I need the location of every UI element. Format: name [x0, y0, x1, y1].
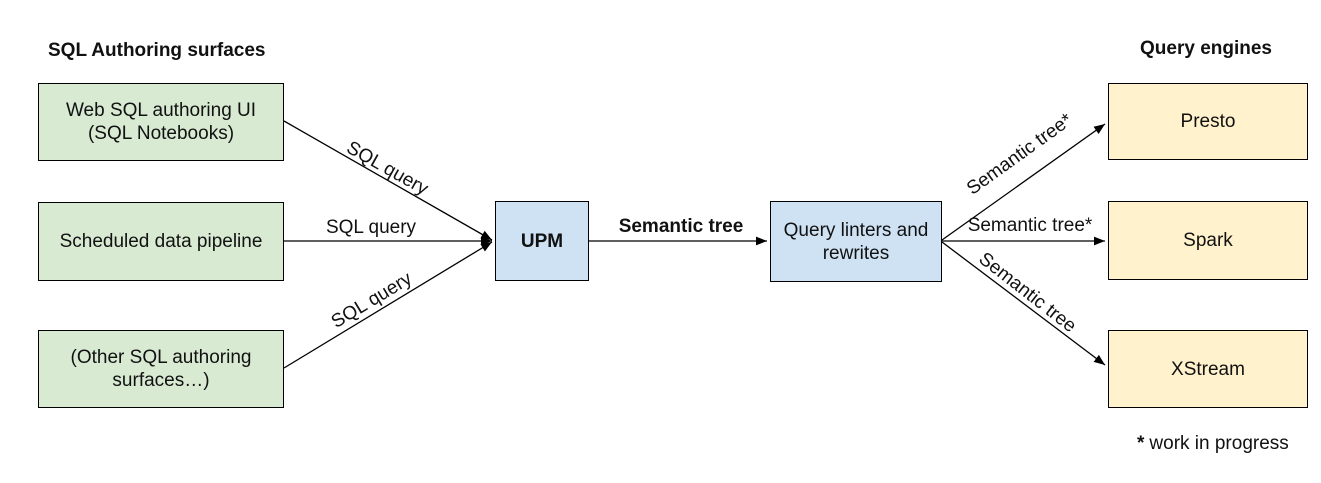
- query-linters-box: Query linters and rewrites: [770, 201, 942, 282]
- footnote-text: work in progress: [1149, 433, 1289, 454]
- edge-label-semantic-tree-main: Semantic tree: [618, 216, 744, 237]
- footnote-asterisk: *: [1137, 433, 1145, 454]
- engine-box-spark: Spark: [1108, 201, 1308, 280]
- engine-box-presto-label: Presto: [1180, 111, 1236, 132]
- edge-label-semantic-tree-spark: Semantic tree*: [967, 215, 1093, 236]
- arrow-linters-to-xstream: [941, 241, 1106, 366]
- source-box-scheduled-pipeline-label: Scheduled data pipeline: [59, 231, 263, 252]
- engine-box-presto: Presto: [1108, 83, 1308, 160]
- source-box-scheduled-pipeline: Scheduled data pipeline: [38, 202, 284, 281]
- query-linters-box-label: Query linters and rewrites: [783, 219, 929, 264]
- arrow-web-sql-ui-to-upm: [283, 120, 493, 241]
- edge-label-sql-query-2: SQL query: [325, 217, 417, 238]
- source-box-web-sql-ui-label: Web SQL authoring UI (SQL Notebooks): [65, 100, 257, 144]
- source-box-other-surfaces-label: (Other SQL authoring surfaces…): [70, 347, 252, 391]
- engine-box-xstream-label: XStream: [1171, 358, 1245, 380]
- footnote-work-in-progress: *work in progress: [1137, 433, 1289, 455]
- heading-sql-authoring-surfaces: SQL Authoring surfaces: [48, 40, 266, 61]
- source-box-web-sql-ui: Web SQL authoring UI (SQL Notebooks): [38, 83, 284, 161]
- arrow-linters-to-presto: [941, 123, 1106, 241]
- arrow-other-to-upm: [283, 241, 493, 369]
- engine-box-xstream: XStream: [1108, 330, 1308, 408]
- upm-box: UPM: [495, 201, 589, 281]
- upm-box-label: UPM: [520, 230, 564, 252]
- heading-query-engines: Query engines: [1140, 38, 1272, 59]
- source-box-other-surfaces: (Other SQL authoring surfaces…): [38, 330, 284, 408]
- engine-box-spark-label: Spark: [1183, 230, 1233, 251]
